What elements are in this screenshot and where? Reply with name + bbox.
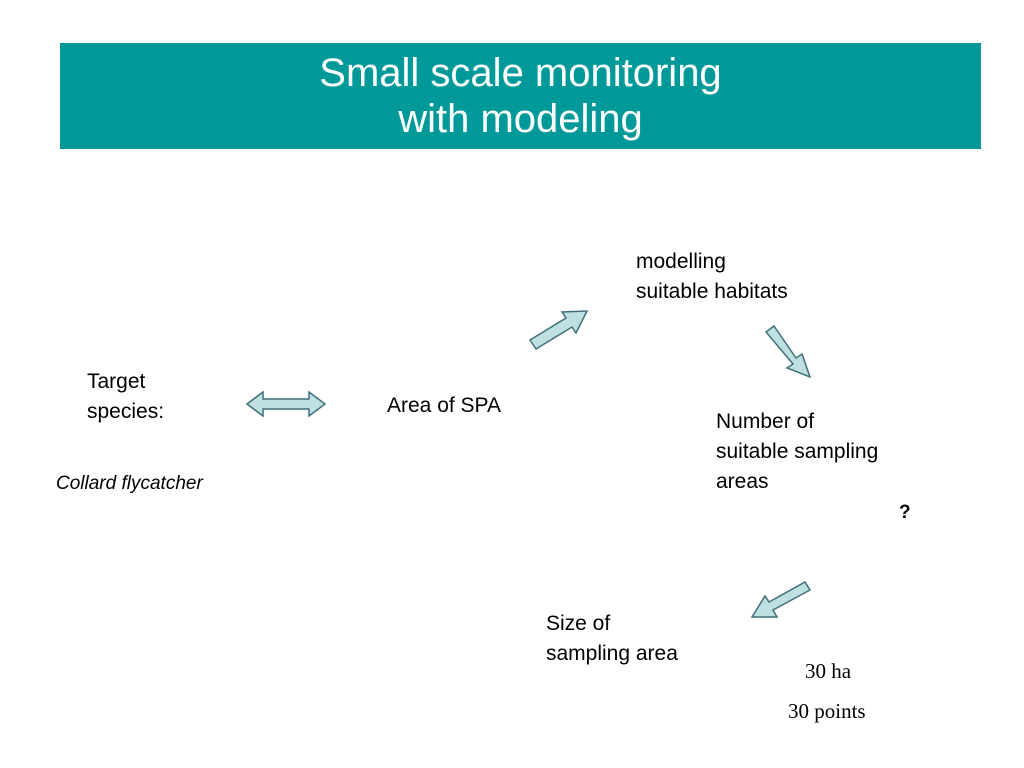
area-of-spa-label: Area of SPA (387, 394, 502, 417)
target-species-line-1: Target (87, 370, 146, 393)
arrow-up-right-icon (528, 310, 589, 351)
arrow-down-right-icon (764, 324, 812, 379)
slide-title-line-1: Small scale monitoring (319, 51, 722, 95)
modelling-line-2: suitable habitats (636, 280, 788, 303)
number-of-line-1: Number of (716, 410, 815, 433)
title-banner: Small scale monitoring with modeling (60, 43, 981, 149)
slide-title-line-2: with modeling (398, 97, 643, 141)
question-mark: ? (899, 502, 911, 523)
points-value: 30 points (788, 699, 866, 723)
modelling-line-1: modelling (636, 250, 726, 273)
target-species-label: Target species: (87, 367, 164, 427)
size-value: 30 ha (805, 659, 852, 683)
modelling-label: modelling suitable habitats (636, 247, 788, 307)
number-of-areas-label: Number of suitable sampling areas (716, 407, 878, 497)
double-arrow-icon (245, 390, 327, 418)
size-of-line-1: Size of (546, 612, 611, 635)
species-name: Collard flycatcher (56, 473, 203, 494)
number-of-line-2: suitable sampling (716, 440, 879, 463)
number-of-line-3: areas (716, 470, 769, 493)
size-of-line-2: sampling area (546, 642, 678, 665)
arrow-down-left-icon (750, 580, 812, 618)
target-species-line-2: species: (87, 400, 165, 423)
size-of-sampling-label: Size of sampling area (546, 609, 678, 669)
